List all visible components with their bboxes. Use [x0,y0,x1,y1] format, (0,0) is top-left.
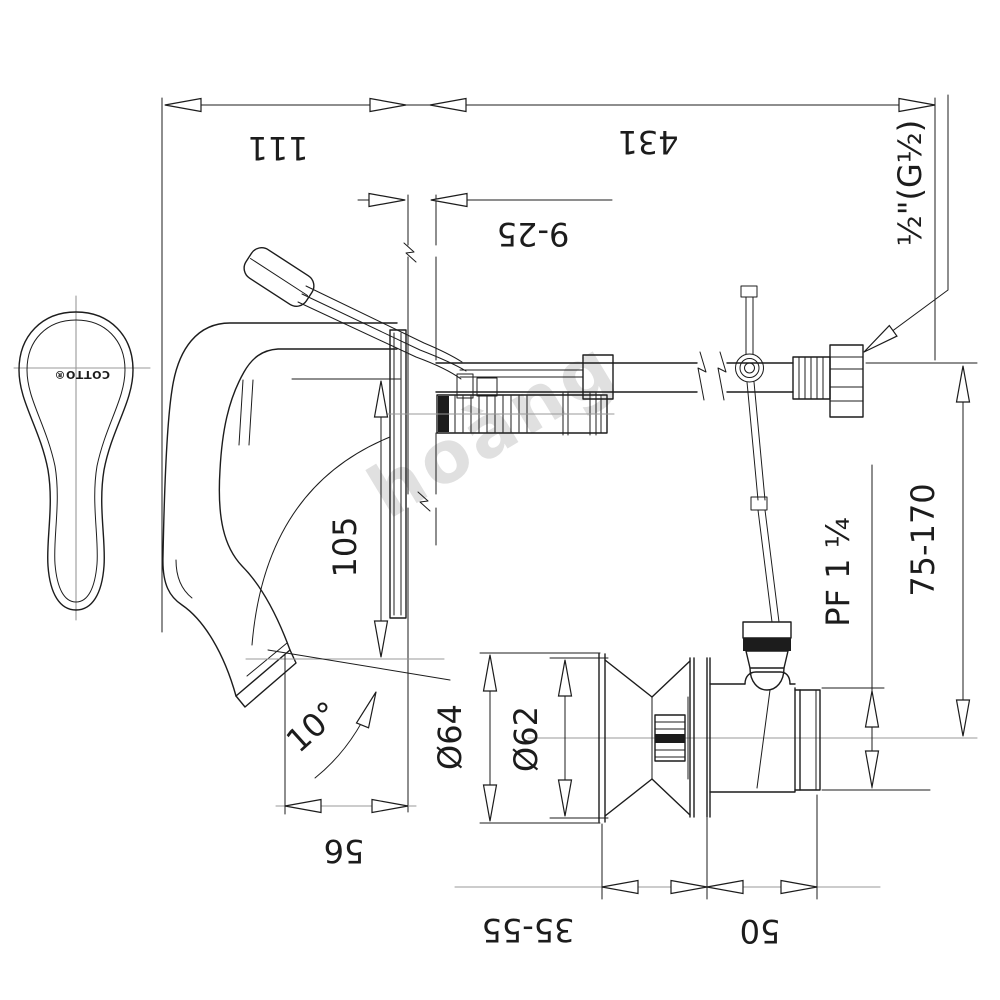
dim-label-flange-inner-dia: Ø62 [507,706,545,772]
lever-rod-line-1 [305,285,463,363]
spout-inner-curl [175,559,193,599]
dim-label-wall-thickness: 9-25 [497,215,570,253]
handle-swing-arc [251,436,391,646]
handle-outline-outer [18,311,134,611]
supply-pipe [435,344,864,418]
lever-rod-line-3 [297,301,462,380]
spout-neck-line-2 [248,379,254,446]
aerator-ring [235,649,297,708]
dim-label-drain-offset: 50 [740,912,781,950]
drain-cone-left [604,659,653,817]
dim-label-outlet-reach: 56 [324,832,365,870]
dim-label-deck-thickness: 35-55 [482,911,575,949]
wall-flange [389,329,407,619]
dimension-labels: 111 431 9-25 ½"(G½) 105 75-170 PF 1 ¼ Ø6… [247,120,942,950]
spout-neck-line-1 [238,379,244,446]
dim-label-depth-range: 75-170 [904,483,942,596]
drain-body [709,683,796,793]
handle-outline-inner [26,319,126,603]
dim-label-connection-thread: ½"(G½) [891,120,929,247]
drain-rod-seat [744,671,791,685]
dim-label-spout-angle: 10° [279,694,347,760]
union-nut [829,344,864,418]
handle-front-view: COTTO® [13,295,151,621]
lever-grip [243,247,315,307]
dim-label-drain-thread: PF 1 ¼ [819,517,857,626]
lever-rod-line-2 [301,293,467,372]
wall-break-symbol-bottom [417,491,431,512]
dim-label-flange-outer-dia: Ø64 [431,704,469,770]
angle-ray [267,649,451,681]
pipe-break-2 [717,351,727,401]
pipe-break-1 [697,351,707,401]
drain-cone-right [651,660,691,816]
drain-ball-rod [756,689,771,789]
drain-step [794,689,801,791]
lift-rod [735,285,792,691]
dim-label-spout-height: 105 [326,516,364,577]
dim-label-supply-length: 431 [617,123,678,161]
valve-body [387,373,615,436]
drain-body-flange [689,657,711,818]
wall-lines [403,194,437,813]
dim-label-spout-projection: 111 [247,129,308,167]
dimension-lines [161,94,978,900]
drain-assembly [527,653,978,823]
brand-logo-text: COTTO® [54,368,110,381]
drain-tailpiece [799,689,821,791]
faucet-side-view [162,194,864,813]
drain-flange-face [598,653,606,823]
wall-break-symbol-top [403,242,417,263]
